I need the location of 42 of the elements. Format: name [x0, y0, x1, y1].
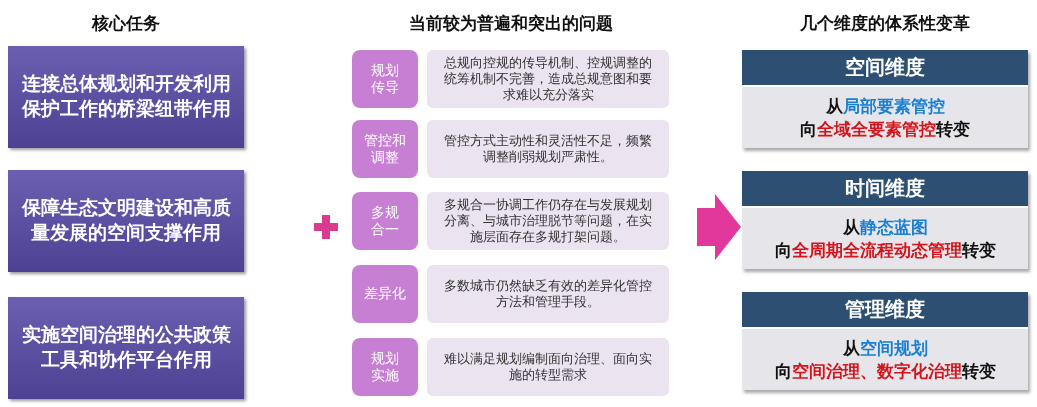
change-text: 向空间治理、数字化治理转变	[774, 359, 996, 382]
block-arrow	[697, 194, 741, 260]
category-tag	[352, 50, 418, 108]
column-heading: 核心任务	[92, 12, 160, 35]
change-text: 从空间规划	[842, 337, 928, 360]
problem-box	[427, 338, 669, 396]
column-heading: 当前较为普遍和突出的问题	[409, 12, 613, 35]
task-text: 连接总体规划和开发利用保护工作的桥梁纽带作用	[20, 72, 232, 121]
problem-text: 管控方式主动性和灵活性不足，频繁调整削弱规划严肃性。	[443, 132, 653, 166]
category-tag	[352, 265, 418, 323]
problem-text: 多数城市仍然缺乏有效的差异化管控方法和管理手段。	[443, 277, 653, 311]
dimension-card	[742, 292, 1028, 390]
category-text: 规划传导	[371, 61, 399, 97]
category-tag	[352, 120, 418, 178]
problem-box	[427, 192, 669, 250]
column-heading: 几个维度的体系性变革	[800, 12, 970, 35]
category-tag	[352, 338, 418, 396]
category-text: 差异化	[364, 285, 406, 303]
card-header: 时间维度	[742, 171, 1028, 206]
task-text: 保障生态文明建设和高质量发展的空间支撑作用	[20, 196, 232, 245]
problem-text: 多规合一协调工作仍存在与发展规划分离、与城市治理脱节等问题，在实施层面存在多规打架问题。	[443, 196, 653, 246]
problem-box	[427, 50, 669, 108]
task-box	[8, 170, 244, 272]
problem-text: 难以满足规划编制面向治理、面向实施的转型需求	[443, 350, 653, 384]
card-header: 管理维度	[742, 292, 1028, 327]
task-box	[8, 297, 244, 399]
dimension-card	[742, 50, 1028, 148]
task-box	[8, 46, 244, 148]
problem-box	[427, 265, 669, 323]
problem-box	[427, 120, 669, 178]
change-text: 向全周期全流程动态管理转变	[774, 238, 996, 261]
change-text: 从静态蓝图	[842, 216, 928, 239]
dimension-card	[742, 171, 1028, 269]
category-tag	[352, 192, 418, 250]
problem-text: 总规向控规的传导机制、控规调整的统筹机制不完善，造成总规意图和要求难以充分落实	[443, 54, 653, 104]
change-text: 从局部要素管控	[825, 95, 945, 118]
card-header: 空间维度	[742, 50, 1028, 85]
category-text: 多规合一	[371, 203, 399, 239]
task-text: 实施空间治理的公共政策工具和协作平台作用	[20, 323, 232, 372]
category-text: 规划实施	[371, 349, 399, 385]
change-text: 向全域全要素管控转变	[800, 117, 970, 140]
category-text: 管控和调整	[364, 131, 406, 167]
